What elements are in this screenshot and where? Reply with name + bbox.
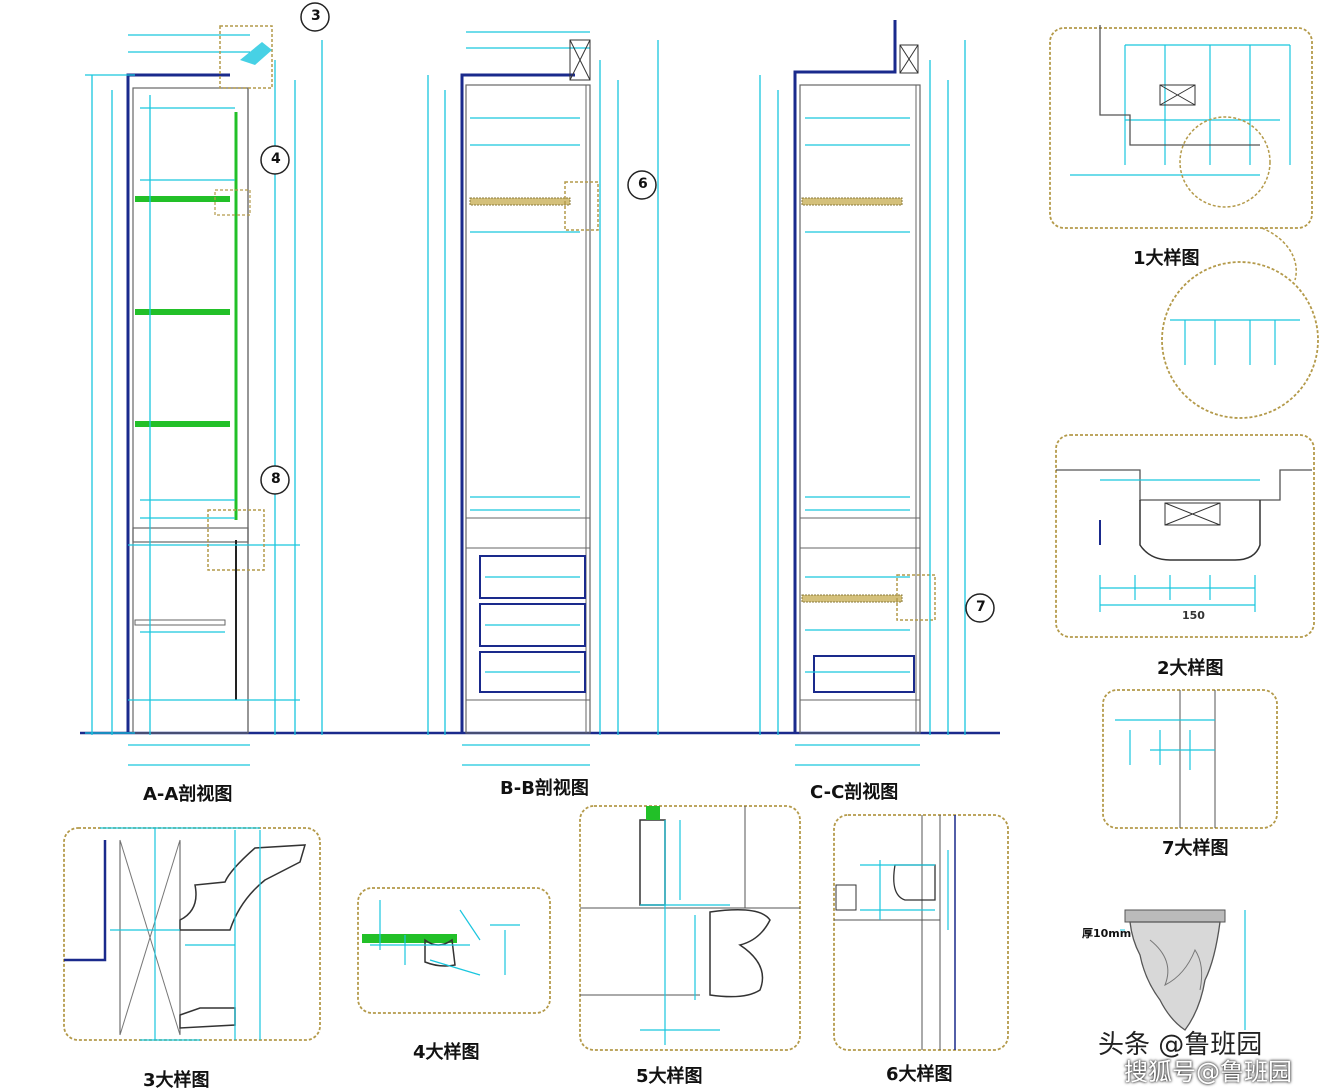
section-aa [85,25,323,766]
detail-2 [1055,434,1315,638]
detail-5 [579,805,801,1051]
detail-6 [833,814,1009,1051]
detail-title-2: 2大样图 [1157,658,1224,679]
detail-title-7: 7大样图 [1162,838,1229,859]
detail-title-3: 3大样图 [143,1070,210,1091]
detail-4 [357,887,551,1014]
detail-title-5: 5大样图 [636,1066,703,1087]
section-bb [427,31,659,766]
detail-7 [1102,689,1278,829]
callout-4: 4 [271,151,281,167]
detail-3 [63,827,321,1041]
detail-title-1: 1大样图 [1133,248,1200,269]
callout-6: 6 [638,176,648,192]
watermark-sohu: 搜狐号@鲁班园 [1124,1058,1292,1086]
watermark-toutiao: 头条 @鲁班园 [1098,1030,1263,1060]
detail-title-6: 6大样图 [886,1064,953,1085]
thickness-note: 厚10mm [1082,927,1132,940]
view-title-cc: C-C剖视图 [810,782,899,803]
detail-1 [1049,25,1319,419]
callout-markers [260,2,995,623]
view-title-aa: A-A剖视图 [143,784,233,805]
callout-7: 7 [976,599,986,615]
detail-title-4: 4大样图 [413,1042,480,1063]
view-title-bb: B-B剖视图 [500,778,589,799]
corbel-ornament [1120,909,1246,1031]
detail-2-bottom-dim: 150 [1182,609,1205,622]
section-cc [759,20,966,766]
callout-8: 8 [271,471,281,487]
callout-3: 3 [311,8,321,24]
